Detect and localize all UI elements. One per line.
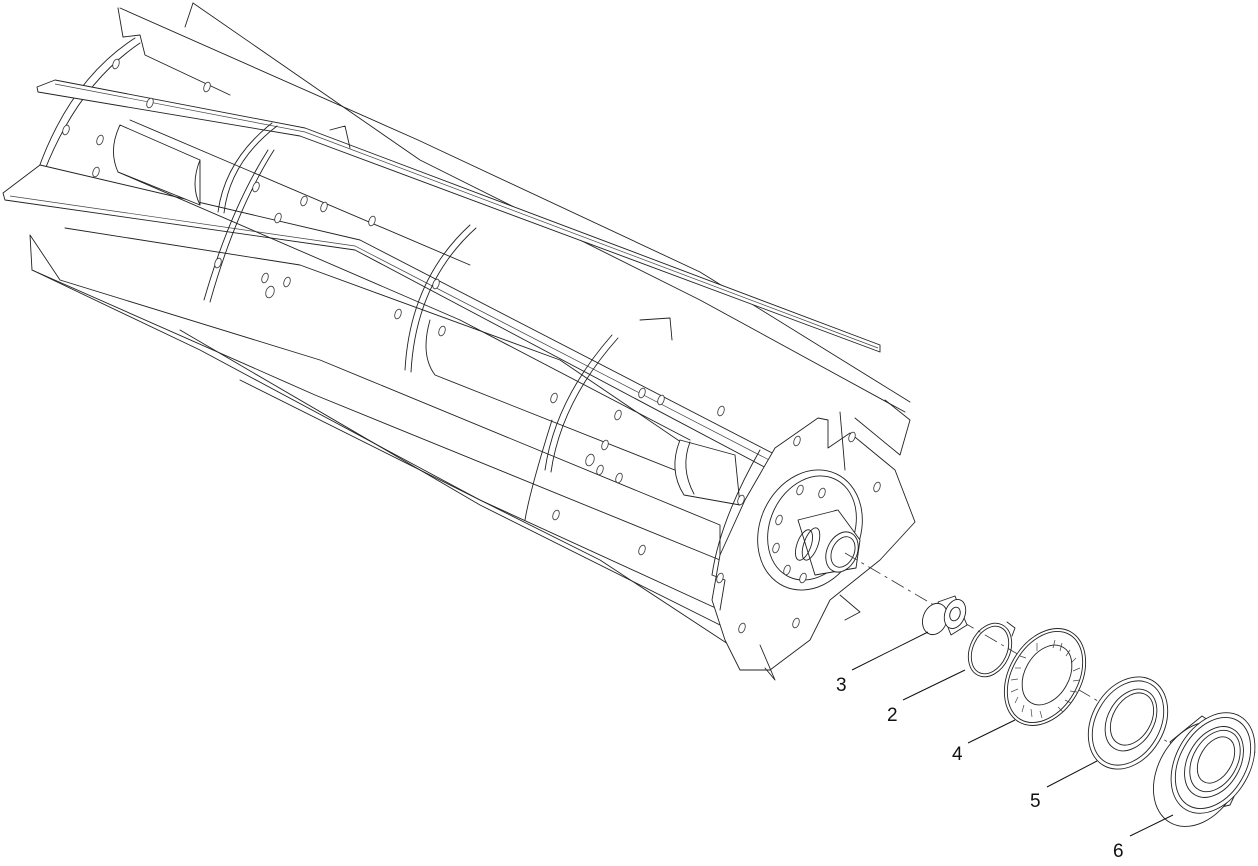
callout-2: 2 bbox=[887, 705, 898, 726]
spider-holes bbox=[62, 58, 725, 556]
leader-lines bbox=[851, 631, 1174, 837]
part-3-spacer bbox=[922, 595, 968, 636]
callout-3: 3 bbox=[836, 675, 847, 696]
part-2-retaining-ring bbox=[967, 621, 1016, 678]
part-5-seal bbox=[1087, 676, 1169, 770]
callout-4: 4 bbox=[952, 744, 963, 765]
callout-6: 6 bbox=[1113, 841, 1124, 862]
end-spider-plate bbox=[711, 399, 916, 681]
part-6-bearing bbox=[1153, 712, 1256, 827]
part-4-thrust-bearing bbox=[1003, 628, 1087, 726]
callout-5: 5 bbox=[1030, 791, 1041, 812]
reel-assembly bbox=[2, 2, 916, 681]
